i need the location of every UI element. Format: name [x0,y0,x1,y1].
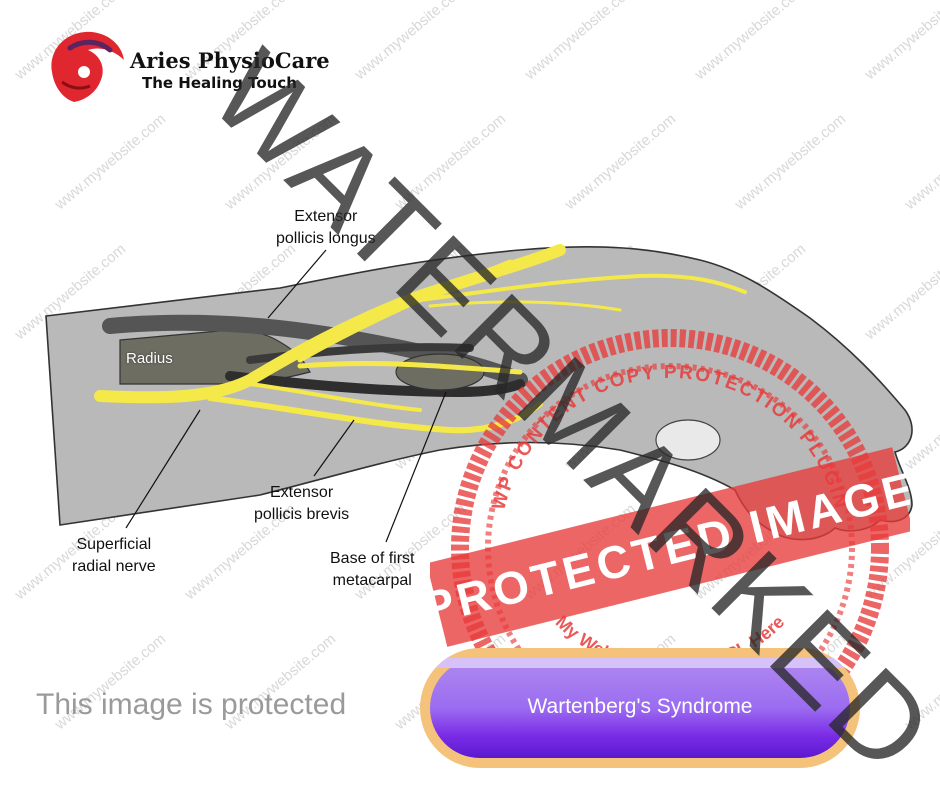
metacarpal-base [395,353,485,391]
page-title: Wartenberg's Syndrome [527,695,753,718]
tiled-watermark-text: www.mywebsite.com [691,0,809,84]
tiled-watermark-text: www.mywebsite.com [351,0,469,84]
tiled-watermark-text: www.mywebsite.com [901,631,940,734]
tiled-watermark-text: www.mywebsite.com [521,0,639,84]
protected-notice: This image is protected [36,688,347,721]
ram-head-logo-icon [51,31,124,102]
brand-tagline: The Healing Touch [142,74,297,92]
brand-logo [40,26,360,108]
label-radius: Radius [126,350,173,367]
tiled-watermark-text: www.mywebsite.com [221,111,339,214]
title-pill: Wartenberg's Syndrome [420,648,860,768]
leader-lines [125,249,447,543]
tiled-watermark-text: www.mywebsite.com [861,0,940,84]
tiled-watermark-text: www.mywebsite.com [391,111,509,214]
tiled-watermark-text: www.mywebsite.com [561,111,679,214]
title-pill-inner [430,658,850,758]
thumbnail-shape [655,419,721,461]
tiled-watermark-text: www.mywebsite.com [731,111,849,214]
tiled-watermark-text: www.mywebsite.com [861,241,940,344]
title-pill-band [430,658,850,668]
tiled-watermark-text: www.mywebsite.com [521,501,639,604]
tiled-watermark-text: www.mywebsite.com [51,111,169,214]
brand-name: Aries PhysioCare [130,48,330,73]
tiled-watermark-text: www.mywebsite.com [901,111,940,214]
